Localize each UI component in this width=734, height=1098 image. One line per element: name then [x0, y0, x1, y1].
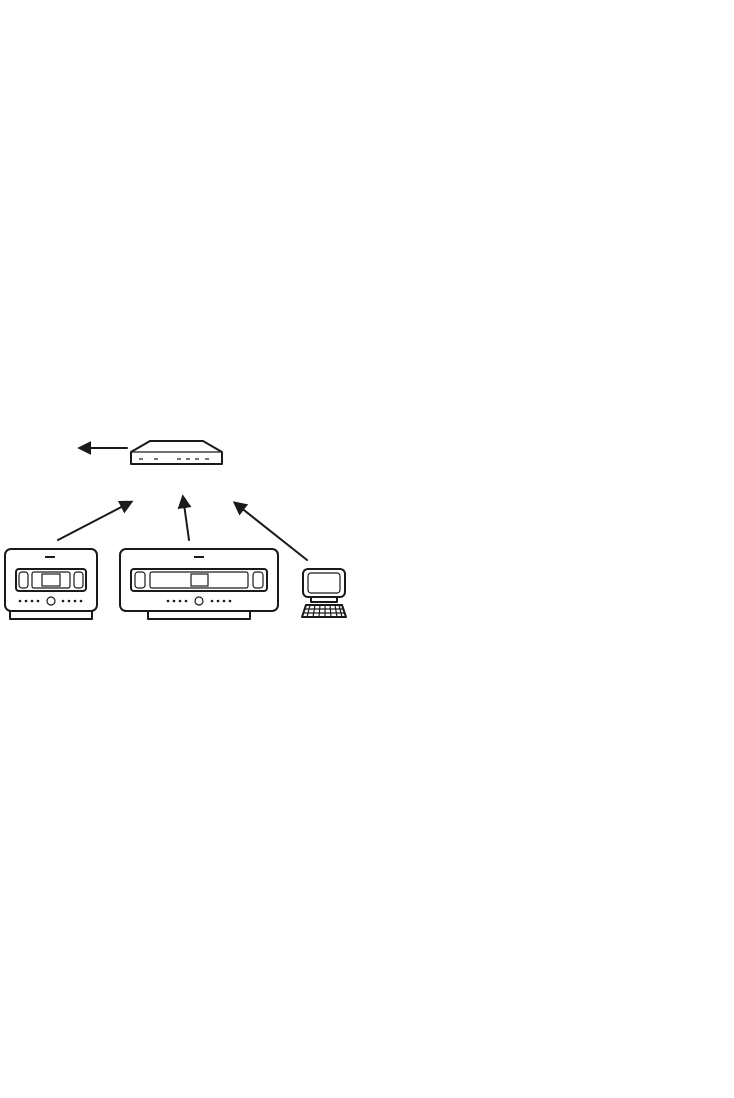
router-icon: [131, 441, 222, 464]
arrow-center-to-router: [58, 502, 131, 540]
wide-music-station-icon: [120, 549, 278, 619]
compact-music-center-icon: [5, 549, 97, 619]
desktop-computer-icon: [302, 569, 346, 617]
arrow-station-to-router: [183, 497, 189, 540]
